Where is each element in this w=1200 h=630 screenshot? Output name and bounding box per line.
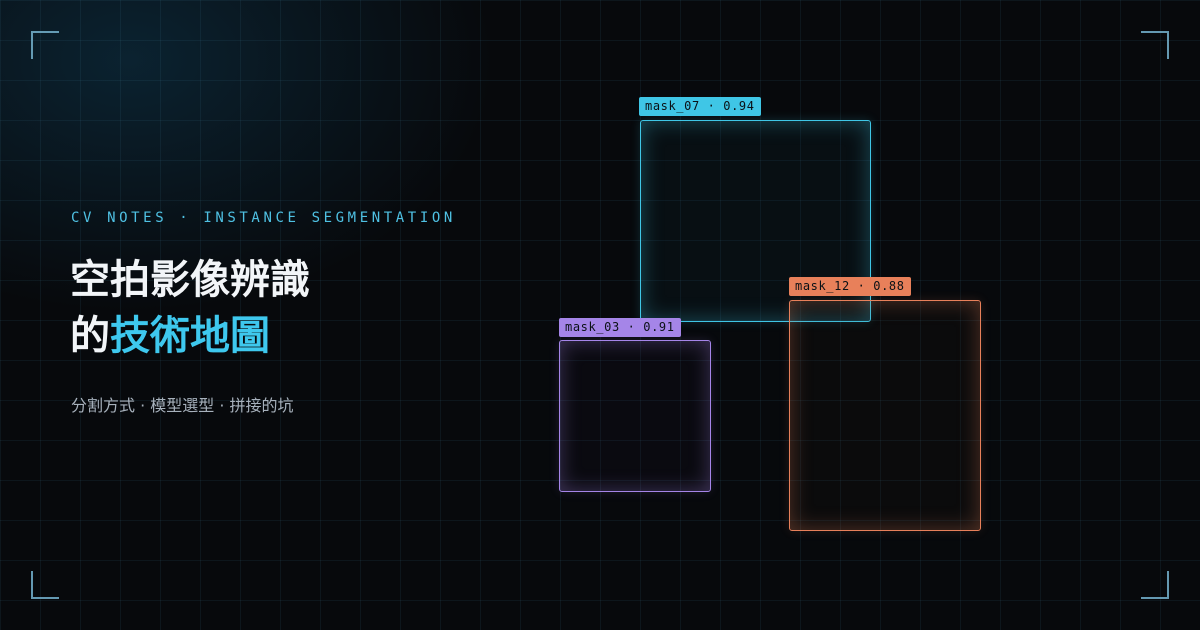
detection-label-mask-07: mask_07 · 0.94: [639, 97, 761, 116]
detection-box-mask-12: [789, 300, 981, 531]
title-line-2: 的技術地圖: [70, 308, 310, 364]
corner-bracket-bottom-right: [1141, 571, 1169, 599]
page-title: 空拍影像辨識 的技術地圖: [70, 252, 310, 364]
corner-bracket-top-right: [1141, 31, 1169, 59]
detection-label-mask-03: mask_03 · 0.91: [559, 318, 681, 337]
corner-bracket-bottom-left: [31, 571, 59, 599]
title-line-2-accent: 技術地圖: [110, 313, 270, 359]
corner-bracket-top-left: [31, 31, 59, 59]
detection-box-mask-03: [559, 340, 711, 492]
eyebrow-label: CV NOTES · INSTANCE SEGMENTATION: [71, 210, 456, 226]
title-line-2-prefix: 的: [70, 313, 110, 359]
detection-label-mask-12: mask_12 · 0.88: [789, 277, 911, 296]
subtitle: 分割方式 · 模型選型 · 拼接的坑: [71, 396, 294, 415]
title-line-1: 空拍影像辨識: [70, 257, 310, 303]
